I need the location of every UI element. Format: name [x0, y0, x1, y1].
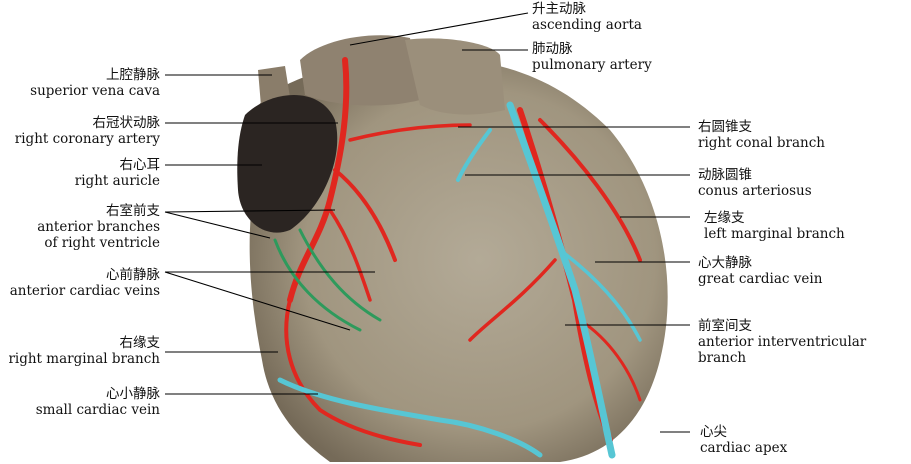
anterior-interventricular-branch-zh: 前室间支: [698, 318, 752, 334]
label-cardiac-apex: 心尖 cardiac apex: [700, 424, 787, 456]
vein-branch-2: [558, 248, 642, 342]
conus-arteriosus-zh: 动脉圆锥: [698, 167, 752, 183]
right-auricle-en: right auricle: [74, 173, 160, 189]
anterior-interventricular-branch-en2: branch: [698, 350, 747, 366]
leader-ascending-aorta: [349, 12, 529, 46]
superior-vena-cava-en: superior vena cava: [30, 83, 160, 99]
conus-arteriosus-en: conus arteriosus: [698, 183, 812, 199]
label-anterior-interventricular-branch: 前室间支 anterior interventricular branch: [698, 318, 866, 366]
left-marginal-branch-zh: 左缘支: [704, 210, 745, 226]
label-small-cardiac-vein: 心小静脉 small cardiac vein: [36, 386, 160, 418]
great-cardiac-vein-en: great cardiac vein: [698, 271, 823, 287]
right-coronary-artery-path: [287, 57, 350, 303]
anterior-cardiac-veins-zh: 心前静脉: [106, 267, 160, 283]
small-cardiac-vein-zh: 心小静脉: [106, 386, 160, 402]
right-conal-branch-path: [348, 123, 472, 142]
pulmonary-artery-shape: [405, 38, 505, 115]
artery-branch-3: [468, 258, 557, 342]
anterior-cardiac-vein-2: [298, 228, 382, 322]
anterior-cardiac-veins-en: anterior cardiac veins: [9, 283, 160, 299]
right-marginal-branch-path: [284, 298, 422, 447]
leader-anterior-cardiac-veins-2: [164, 271, 351, 331]
label-pulmonary-artery: 肺动脉 pulmonary artery: [532, 41, 652, 73]
right-marginal-branch-en: right marginal branch: [8, 351, 160, 367]
label-right-coronary-artery: 右冠状动脉 right coronary artery: [15, 115, 160, 147]
label-conus-arteriosus: 动脉圆锥 conus arteriosus: [698, 167, 812, 199]
pulmonary-artery-en: pulmonary artery: [532, 57, 652, 73]
label-anterior-cardiac-veins: 心前静脉 anterior cardiac veins: [10, 267, 160, 299]
right-auricle-zh: 右心耳: [119, 157, 161, 173]
right-coronary-artery-en: right coronary artery: [14, 131, 160, 147]
label-right-conal-branch: 右圆锥支 right conal branch: [698, 119, 825, 151]
ascending-aorta-en: ascending aorta: [532, 17, 642, 33]
left-marginal-branch-en: left marginal branch: [704, 226, 845, 242]
great-cardiac-vein-zh: 心大静脉: [698, 255, 752, 271]
anterior-branches-rv-en2: of right ventricle: [44, 235, 160, 251]
right-auricle-shape: [237, 95, 338, 233]
label-ascending-aorta: 升主动脉 ascending aorta: [532, 1, 642, 33]
heart-body: [249, 57, 668, 463]
anterior-branches-rv-zh: 右室前支: [106, 203, 160, 219]
pulmonary-artery-zh: 肺动脉: [532, 41, 573, 57]
ascending-aorta-shape: [300, 35, 420, 106]
anterior-veins: [273, 228, 382, 332]
label-left-marginal-branch: 左缘支 left marginal branch: [704, 210, 845, 242]
veins: [277, 101, 642, 459]
label-great-cardiac-vein: 心大静脉 great cardiac vein: [698, 255, 822, 287]
artery-branch-4: [578, 318, 642, 402]
cardiac-apex-zh: 心尖: [700, 424, 727, 440]
ascending-aorta-zh: 升主动脉: [532, 1, 586, 17]
leader-anterior-branches-2: [164, 211, 271, 239]
right-conal-branch-zh: 右圆锥支: [698, 119, 752, 135]
label-anterior-branches-rv: 右室前支 anterior branches of right ventricl…: [37, 203, 160, 251]
label-superior-vena-cava: 上腔静脉 superior vena cava: [30, 67, 160, 99]
anterior-branch-2: [328, 208, 372, 302]
leader-anterior-branches-1: [164, 209, 336, 213]
left-marginal-branch-path: [538, 118, 642, 262]
label-right-marginal-branch: 右缘支 right marginal branch: [8, 335, 160, 367]
anterior-interventricular-branch-en1: anterior interventricular: [698, 334, 867, 350]
small-cardiac-vein-path: [277, 377, 543, 458]
anterior-cardiac-vein-1: [273, 238, 362, 332]
vein-branch-1: [456, 128, 492, 182]
great-cardiac-vein-path: [506, 101, 616, 459]
right-coronary-artery-zh: 右冠状动脉: [92, 115, 161, 131]
anterior-branch-1: [333, 168, 397, 262]
small-cardiac-vein-en: small cardiac vein: [35, 402, 160, 418]
cardiac-apex-en: cardiac apex: [700, 440, 788, 456]
anterior-branches-rv-en1: anterior branches: [37, 219, 160, 235]
right-conal-branch-en: right conal branch: [698, 135, 825, 151]
label-right-auricle: 右心耳 right auricle: [75, 157, 160, 189]
leader-lines: [164, 12, 690, 433]
superior-vena-cava-zh: 上腔静脉: [106, 67, 160, 83]
right-marginal-branch-zh: 右缘支: [119, 335, 161, 351]
